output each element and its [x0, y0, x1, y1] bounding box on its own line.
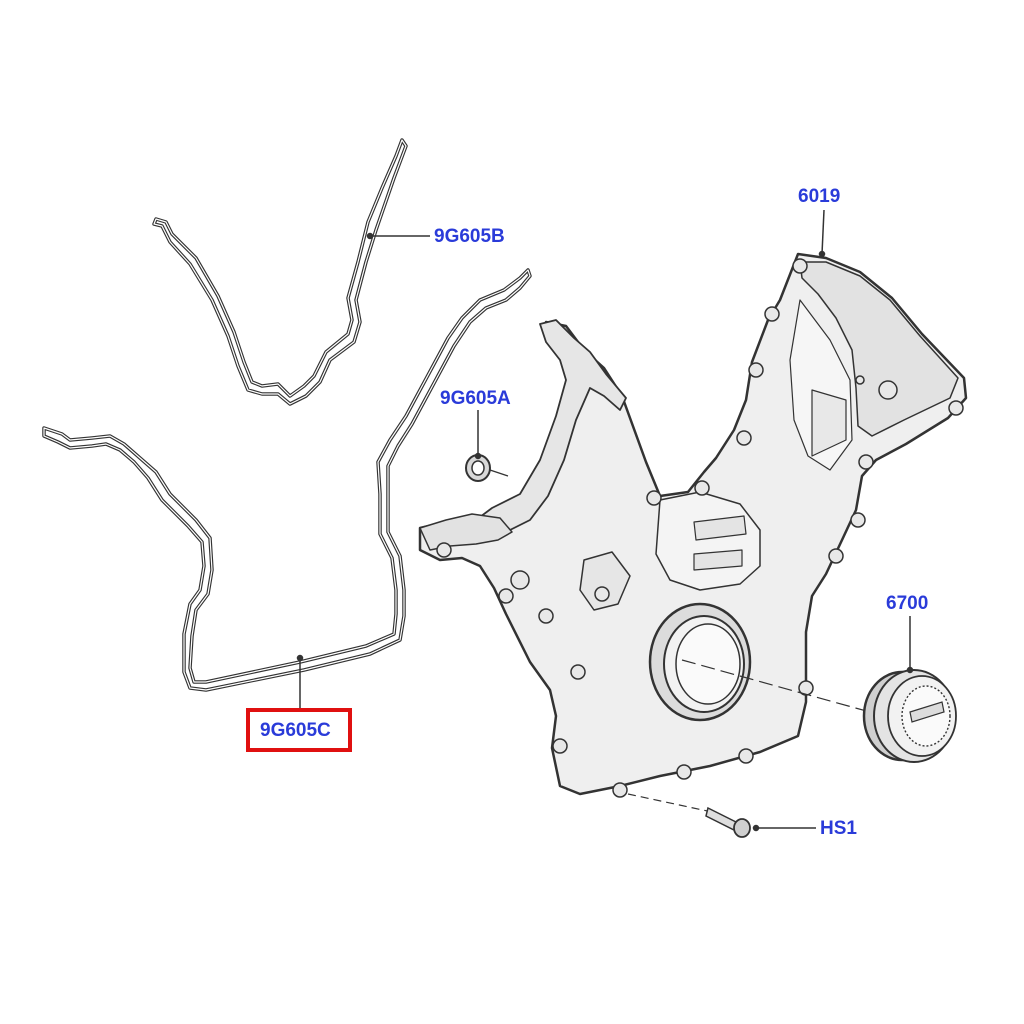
gasket-9g605b-shape [152, 138, 408, 406]
callout-6700[interactable]: 6700 [886, 593, 929, 614]
front-cover-6019-shape [418, 252, 968, 798]
leader-lines [296, 209, 914, 832]
callout-9g605a[interactable]: 9G605A [440, 388, 511, 409]
seal-9g605a-shape [465, 454, 509, 482]
callout-6019[interactable]: 6019 [798, 186, 841, 207]
pulley-6700-shape [862, 669, 957, 763]
callout-hs1[interactable]: HS1 [820, 818, 857, 839]
callout-9g605b[interactable]: 9G605B [434, 226, 505, 247]
gasket-9g605c-shape [42, 268, 532, 692]
callout-9g605c[interactable]: 9G605C [260, 720, 331, 741]
bolt-hs1-shape [627, 793, 751, 838]
